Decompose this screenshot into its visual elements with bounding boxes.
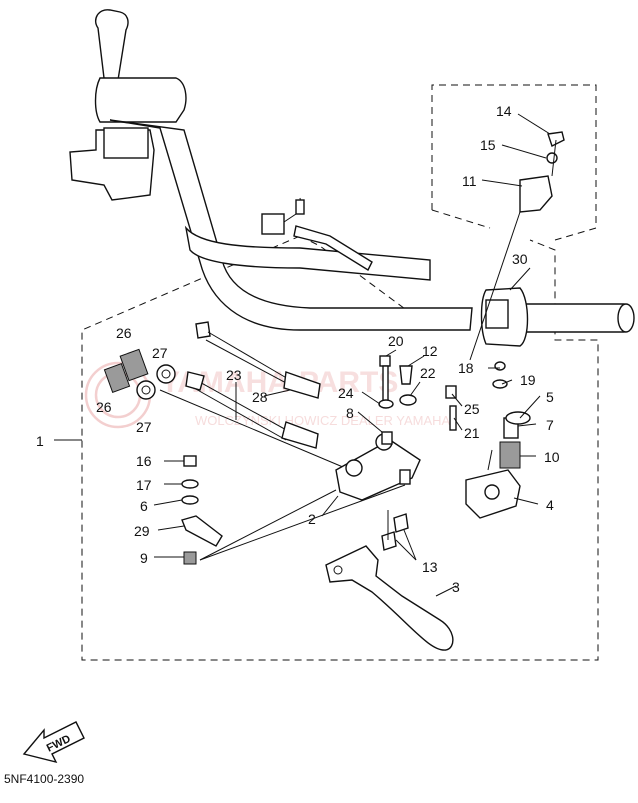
label-17: 17 xyxy=(136,477,152,493)
label-14: 14 xyxy=(496,103,512,119)
detail-frame-outline xyxy=(431,84,597,241)
switch-wire xyxy=(261,197,373,271)
spring-bolt xyxy=(492,361,531,469)
fwd-arrow: FWD xyxy=(22,721,85,764)
label-23: 23 xyxy=(226,367,242,383)
label-10: 10 xyxy=(544,449,560,465)
label-19: 19 xyxy=(520,372,536,388)
label-26-lower: 26 xyxy=(96,399,112,415)
label-18: 18 xyxy=(458,360,474,376)
label-24: 24 xyxy=(338,385,354,401)
label-7: 7 xyxy=(546,417,554,433)
cables xyxy=(159,321,351,471)
label-25: 25 xyxy=(464,401,480,417)
label-29: 29 xyxy=(134,523,150,539)
label-3: 3 xyxy=(452,579,460,595)
lever-3 xyxy=(325,545,454,651)
part-labels: 1 2 3 4 5 6 7 8 9 10 11 12 13 14 15 16 1… xyxy=(36,103,560,595)
adjusters xyxy=(103,348,176,400)
lever-bracket-2 xyxy=(199,433,421,561)
label-21: 21 xyxy=(464,425,480,441)
label-4: 4 xyxy=(546,497,554,513)
label-26-upper: 26 xyxy=(116,325,132,341)
right-grip-assembly xyxy=(480,287,635,347)
assembly-frame-outline xyxy=(81,235,599,661)
label-1: 1 xyxy=(36,433,44,449)
label-9: 9 xyxy=(140,550,148,566)
label-11: 11 xyxy=(462,173,477,189)
bracket-4 xyxy=(465,449,521,519)
drawing-code: 5NF4100-2390 xyxy=(4,772,85,786)
small-hardware xyxy=(378,355,457,551)
label-20: 20 xyxy=(388,333,404,349)
leader-lines xyxy=(153,113,551,597)
label-8: 8 xyxy=(346,405,354,421)
left-hardware xyxy=(181,455,223,565)
label-12: 12 xyxy=(422,343,438,359)
label-13: 13 xyxy=(422,559,438,575)
clamp-11 xyxy=(469,131,565,361)
label-5: 5 xyxy=(546,389,554,405)
label-2: 2 xyxy=(308,511,316,527)
label-27-upper: 27 xyxy=(152,345,168,361)
label-15: 15 xyxy=(480,137,496,153)
label-16: 16 xyxy=(136,453,152,469)
label-22: 22 xyxy=(420,365,436,381)
handlebar xyxy=(69,9,473,331)
label-28: 28 xyxy=(252,389,268,405)
label-6: 6 xyxy=(140,498,148,514)
label-27-lower: 27 xyxy=(136,419,152,435)
label-30: 30 xyxy=(512,251,528,267)
